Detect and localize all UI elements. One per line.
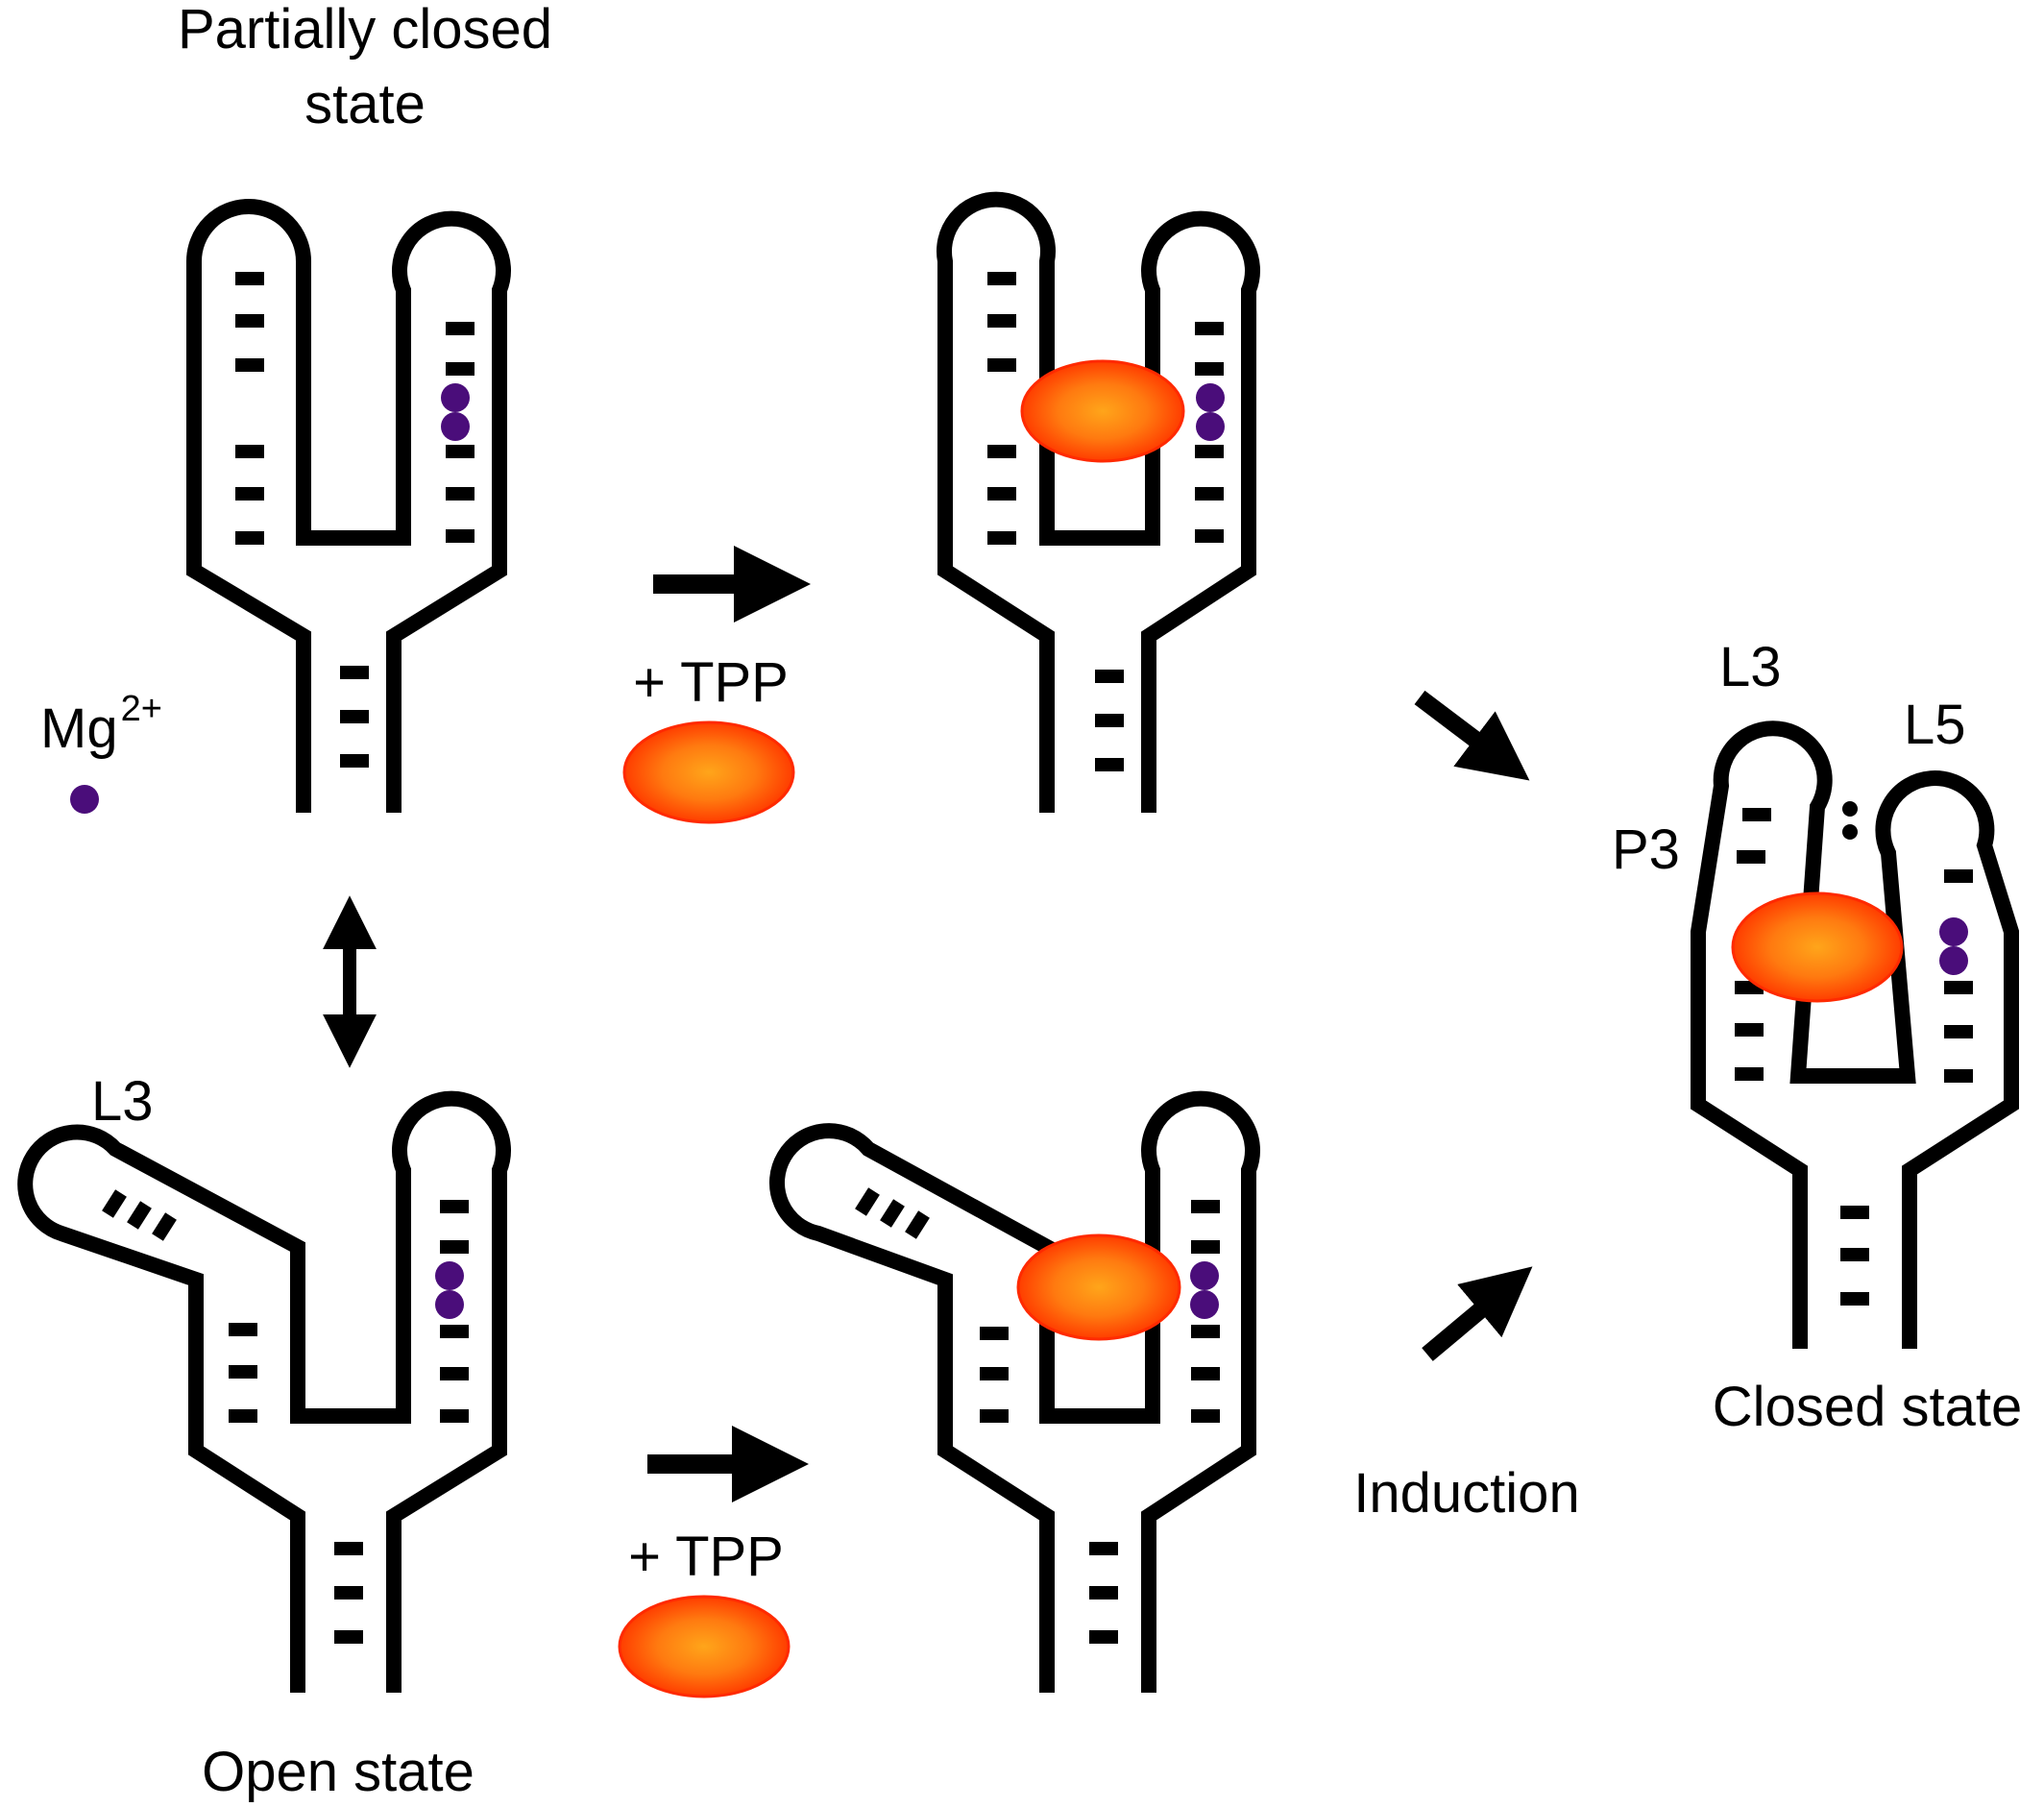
tpp-label-top: + TPP xyxy=(633,651,789,714)
partially-closed-title-line2: state xyxy=(304,73,426,135)
partially-closed-title-line1: Partially closed xyxy=(178,0,552,61)
rna-partially-closed-bound xyxy=(937,191,1260,813)
base-pairs xyxy=(102,1189,469,1644)
tpp-legend-bottom xyxy=(618,1595,791,1698)
mg-label: Mg2+ xyxy=(40,689,162,760)
closed-l5-label: L5 xyxy=(1904,694,1966,756)
rna-partially-closed xyxy=(186,199,511,813)
base-pairs xyxy=(1735,808,1973,1306)
mg-ion xyxy=(441,383,470,412)
mg-ion xyxy=(1196,383,1225,412)
arrow-to-closed-bottom xyxy=(1422,1266,1533,1361)
base-pairs xyxy=(235,272,474,768)
tpp-bound xyxy=(1731,891,1904,1003)
rna-closed-state xyxy=(1691,720,2019,1349)
arrow-to-closed-top xyxy=(1414,690,1530,781)
mg-ion xyxy=(1939,946,1968,975)
l3-l5-contact-dot xyxy=(1842,801,1858,817)
l3-l5-contact-dot xyxy=(1842,824,1858,840)
rna-open-state xyxy=(17,1090,511,1693)
tpp-bound xyxy=(1016,1233,1181,1341)
tpp-bound xyxy=(1020,359,1185,463)
open-l3-label: L3 xyxy=(91,1070,154,1133)
mg-charge: 2+ xyxy=(121,689,162,729)
mg-ion xyxy=(435,1261,464,1290)
open-state-title: Open state xyxy=(202,1741,474,1803)
closed-state-title: Closed state xyxy=(1713,1376,2022,1438)
arrows xyxy=(323,546,1533,1502)
tpp-legend-top xyxy=(622,720,795,824)
induction-label: Induction xyxy=(1353,1462,1579,1525)
mg-symbol: Mg xyxy=(40,697,118,760)
rna-open-state-bound xyxy=(769,1090,1260,1693)
mg-ion xyxy=(1190,1290,1219,1319)
mg-ion xyxy=(1939,917,1968,946)
mg-ion xyxy=(1190,1261,1219,1290)
closed-p3-label: P3 xyxy=(1612,818,1680,881)
mg-ion xyxy=(1196,412,1225,441)
mg-ion-legend xyxy=(70,785,99,814)
closed-l3-label: L3 xyxy=(1719,636,1782,698)
base-pairs xyxy=(987,272,1224,771)
base-pairs xyxy=(855,1187,1220,1644)
mg-ion xyxy=(441,412,470,441)
mg-ion xyxy=(435,1290,464,1319)
tpp-label-bottom: + TPP xyxy=(628,1526,784,1588)
